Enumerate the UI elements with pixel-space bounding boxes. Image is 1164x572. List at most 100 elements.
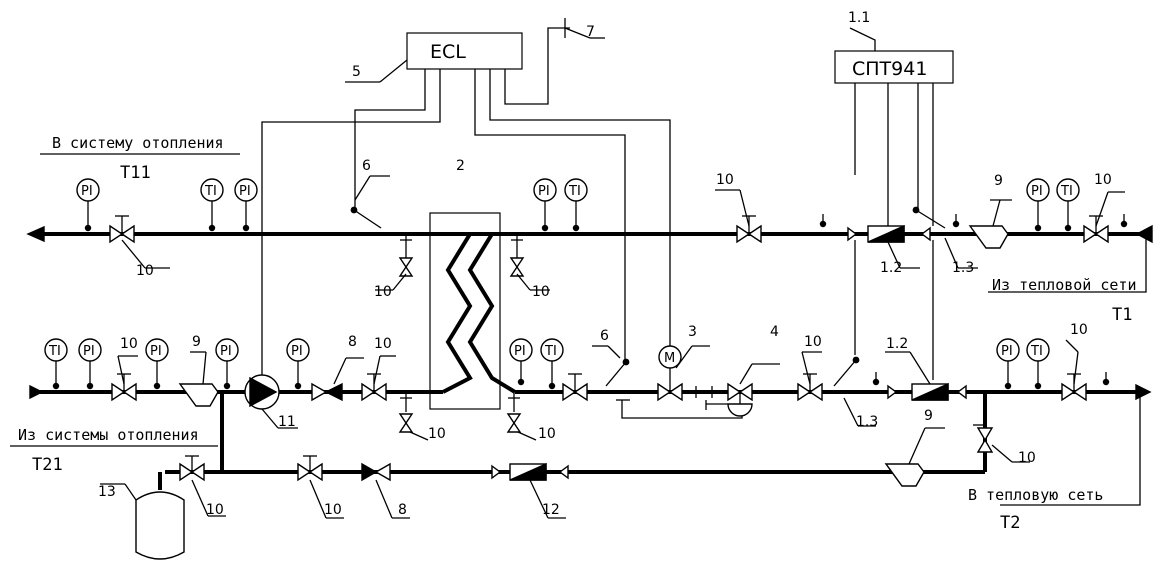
pos-8: 8 <box>348 334 357 350</box>
pos-10: 10 <box>136 263 154 279</box>
return-drain-valve-left <box>398 392 429 441</box>
return-ball-valve-2 <box>361 355 396 402</box>
gauge-pi: PI <box>1001 344 1013 359</box>
gauge-ti: TI <box>568 184 581 199</box>
return-test-point-1 <box>872 378 880 386</box>
pos-10: 10 <box>120 336 138 352</box>
supply-gauges-left <box>76 178 258 232</box>
gauge-ti: TI <box>48 344 61 359</box>
bypass-pipe <box>165 392 987 474</box>
pos-1-3: 1.3 <box>952 260 974 276</box>
supply-inlet-valve <box>1083 191 1125 244</box>
heat-exchanger <box>429 212 517 410</box>
gauge-ti: TI <box>1060 184 1073 199</box>
supply-leader <box>988 234 1147 293</box>
ecl-box: ECL <box>430 41 466 63</box>
pos-10: 10 <box>1070 322 1088 338</box>
pos-10: 10 <box>324 502 342 518</box>
pos-4: 4 <box>770 324 779 340</box>
gauge-pi: PI <box>150 344 162 359</box>
gauge-pi: PI <box>83 344 95 359</box>
pos-10: 10 <box>538 426 556 442</box>
bypass-check-valve <box>361 462 410 519</box>
expansion-tank <box>100 472 185 560</box>
pos-12: 12 <box>542 502 560 518</box>
supply-flow-meter <box>847 224 931 269</box>
gauge-pi: PI <box>239 184 251 199</box>
supply-gauges-far-right <box>1026 178 1080 232</box>
gauge-motor: M <box>664 351 675 366</box>
return-drain-valve-right <box>506 392 537 441</box>
pos-1-3: 1.3 <box>856 414 878 430</box>
supply-test-point-2 <box>952 220 960 228</box>
impulse-line <box>621 400 743 419</box>
pos-13: 13 <box>98 484 116 500</box>
pos-7: 7 <box>586 24 595 40</box>
return-outlet-valve <box>1061 339 1087 402</box>
return-flow-meter <box>885 351 967 401</box>
supply-test-point-1 <box>819 220 827 228</box>
return-strainer <box>178 351 219 407</box>
pos-5: 5 <box>352 64 361 80</box>
label-from-network: Из тепловой сети <box>992 276 1137 294</box>
gauge-pi: PI <box>81 184 93 199</box>
label-t21: Т21 <box>32 455 63 475</box>
ecl-control-lines <box>261 18 671 375</box>
spt941-label: СПТ941 <box>852 58 927 80</box>
label-to-network: В тепловую сеть <box>968 486 1103 504</box>
supply-drain-valve-left <box>375 234 414 291</box>
pos-1-2: 1.2 <box>880 260 902 276</box>
pos-10: 10 <box>428 426 446 442</box>
pos-10: 10 <box>716 172 734 188</box>
bypass-ball-valve <box>297 455 344 519</box>
gauge-pi: PI <box>538 184 550 199</box>
supply-ball-valve-1 <box>109 215 170 269</box>
return-temp-sensor <box>833 356 876 427</box>
spt941-meter: СПТ941 <box>834 27 954 380</box>
pos-10: 10 <box>804 334 822 350</box>
label-t11: Т11 <box>120 163 151 183</box>
return-ball-valve-1 <box>111 355 138 402</box>
temp-sensor-top <box>350 175 390 229</box>
pos-10: 10 <box>206 502 224 518</box>
pos-10: 10 <box>532 284 550 300</box>
gauge-letters: PI TI PI PI TI PI TI TI PI PI PI PI PI T… <box>48 184 1073 366</box>
supply-gauges-right <box>533 178 588 232</box>
pos-10: 10 <box>374 336 392 352</box>
pos-6: 6 <box>362 158 371 174</box>
label-t2: Т2 <box>1000 513 1020 533</box>
gauge-pi: PI <box>220 344 232 359</box>
tank-valve <box>179 455 226 517</box>
supply-test-point-3 <box>1120 220 1128 228</box>
pos-10: 10 <box>1094 172 1112 188</box>
label-to-heating: В систему отопления <box>52 134 224 152</box>
gauge-ti: TI <box>204 184 217 199</box>
bypass-flow-meter <box>491 462 569 519</box>
motorized-control-valve <box>657 345 710 402</box>
return-gauges-right <box>996 338 1050 390</box>
pressure-regulator <box>705 363 780 417</box>
label-t1: Т1 <box>1112 305 1132 325</box>
pos-2: 2 <box>456 158 465 174</box>
return-check-valve <box>311 357 364 402</box>
return-gauges-mid <box>509 338 564 390</box>
return-test-point-2 <box>1102 378 1110 386</box>
pos-1-1: 1.1 <box>848 10 870 26</box>
return-gauge-after-pump <box>286 338 310 390</box>
pos-9: 9 <box>192 334 201 350</box>
supply-drain-valve-right <box>509 234 550 291</box>
return-ball-valve-4 <box>797 351 823 402</box>
pos-11: 11 <box>278 414 296 430</box>
supply-strainer <box>968 199 1012 249</box>
flow-labels: В систему отопления Т11 Из системы отопл… <box>10 134 1137 533</box>
bypass-vertical-valve <box>973 424 1030 463</box>
circulation-pump <box>244 374 298 429</box>
gauge-pi: PI <box>291 344 303 359</box>
return-gauges-left <box>44 338 239 390</box>
pos-10: 10 <box>1018 450 1036 466</box>
supply-ball-valve-2 <box>715 189 762 244</box>
gauge-pi: PI <box>514 344 526 359</box>
gauge-ti: TI <box>1030 344 1043 359</box>
supply-temp-sensor <box>912 206 978 269</box>
